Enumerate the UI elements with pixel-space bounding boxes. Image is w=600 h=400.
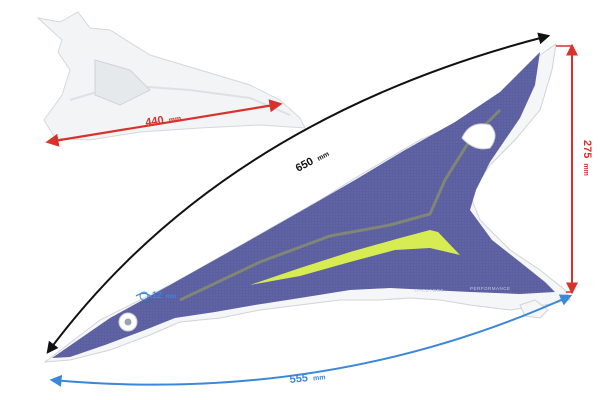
dimension-650-label: 650 mm — [294, 147, 331, 174]
decal-brand-right: PERFORMANCE — [470, 286, 511, 291]
dimension-555: 555 mm — [49, 294, 573, 387]
dimension-arrow-icon — [46, 32, 551, 354]
decal-brand-left: RACETORS — [415, 288, 444, 293]
dimension-12: 12 mm — [135, 290, 176, 301]
dimension-arrow-icon — [49, 294, 573, 387]
dimension-12-label: 12 mm — [152, 290, 176, 300]
dimension-650: 650 mm — [46, 32, 551, 354]
hole-center — [124, 318, 132, 326]
dimension-275: 275 mm — [556, 43, 593, 295]
dimension-555-label: 555 mm — [289, 370, 326, 386]
dimension-275-label: 275 mm — [581, 140, 593, 176]
